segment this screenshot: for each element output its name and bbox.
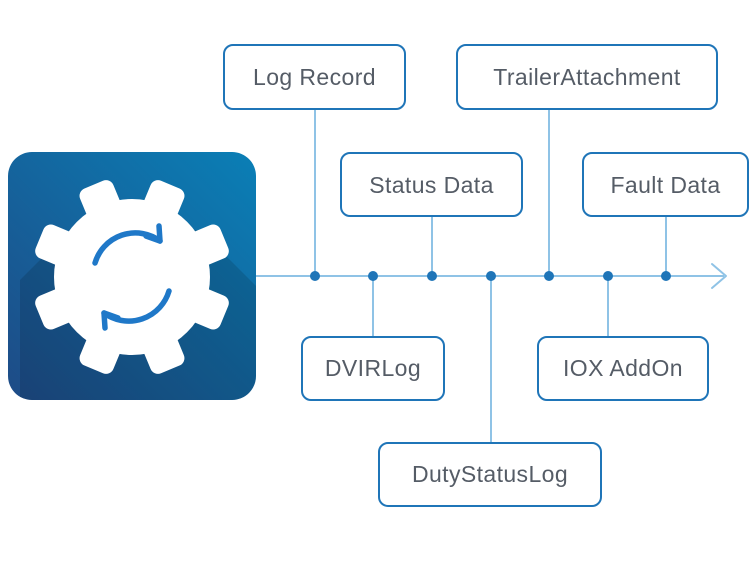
junction-dot [427, 271, 437, 281]
node-trailer-attachment: TrailerAttachment [456, 44, 718, 110]
node-log-record: Log Record [223, 44, 406, 110]
junction-dot [544, 271, 554, 281]
node-label: Status Data [369, 172, 494, 198]
node-duty-status-log: DutyStatusLog [378, 442, 602, 507]
junction-dot [486, 271, 496, 281]
junction-dot [661, 271, 671, 281]
node-fault-data: Fault Data [582, 152, 749, 217]
node-label: DVIRLog [325, 355, 421, 381]
gear-icon [35, 180, 229, 374]
node-label: IOX AddOn [563, 355, 683, 381]
gear-sync-icon [8, 152, 256, 400]
junction-dot [368, 271, 378, 281]
junction-dot [603, 271, 613, 281]
node-dvir-log: DVIRLog [301, 336, 445, 401]
node-iox-addon: IOX AddOn [537, 336, 709, 401]
node-label: DutyStatusLog [412, 461, 568, 487]
data-bus-arrowhead [711, 263, 727, 289]
node-label: Fault Data [610, 172, 720, 198]
node-label: Log Record [253, 64, 376, 90]
junction-dot [310, 271, 320, 281]
node-label: TrailerAttachment [493, 64, 681, 90]
node-status-data: Status Data [340, 152, 523, 217]
sync-arrows-icon [92, 223, 172, 331]
